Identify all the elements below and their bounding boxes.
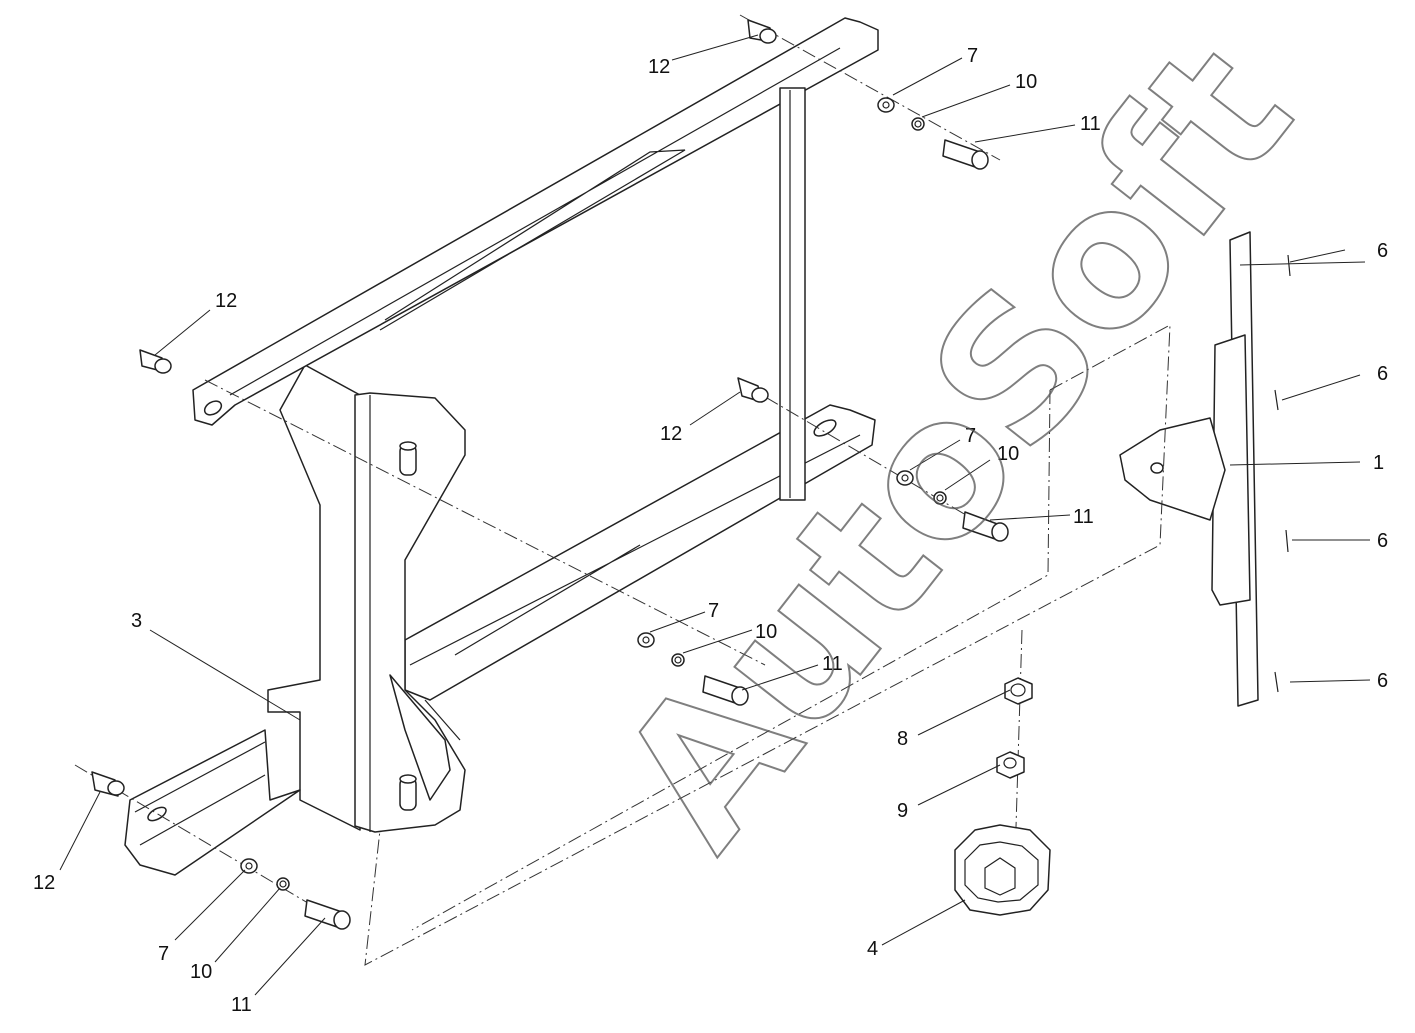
callout-12: 12 xyxy=(660,423,682,445)
callout-7: 7 xyxy=(158,943,169,965)
callout-11: 11 xyxy=(231,994,252,1016)
callout-10: 10 xyxy=(997,443,1019,465)
bolt-12-left xyxy=(139,349,172,374)
callout-6: 6 xyxy=(1377,240,1388,262)
callout-10: 10 xyxy=(755,621,777,643)
callout-7: 7 xyxy=(708,600,719,622)
mounting-plate xyxy=(1119,231,1259,707)
callout-11: 11 xyxy=(1073,506,1094,528)
bolt-12-mid xyxy=(737,377,769,403)
callout-12: 12 xyxy=(648,56,670,78)
callout-labels: 12 7 10 11 6 12 6 12 7 10 1 11 6 7 3 10 … xyxy=(33,45,1388,1016)
callout-4: 4 xyxy=(867,938,878,960)
callout-6: 6 xyxy=(1377,363,1388,385)
callout-6: 6 xyxy=(1377,530,1388,552)
callout-11: 11 xyxy=(822,653,843,675)
callout-1: 1 xyxy=(1373,452,1384,474)
callout-10: 10 xyxy=(1015,71,1037,93)
fasteners xyxy=(91,19,1291,930)
callout-7: 7 xyxy=(965,425,976,447)
bolt-12-top xyxy=(747,19,777,44)
callout-12: 12 xyxy=(33,872,55,894)
callout-7: 7 xyxy=(967,45,978,67)
callout-12: 12 xyxy=(215,290,237,312)
callout-11: 11 xyxy=(1080,113,1101,135)
leader-lines xyxy=(59,34,1371,996)
mounting-frame xyxy=(124,17,879,876)
callout-3: 3 xyxy=(131,610,142,632)
callout-9: 9 xyxy=(897,800,908,822)
callout-10: 10 xyxy=(190,961,212,983)
callout-8: 8 xyxy=(897,728,908,750)
callout-6: 6 xyxy=(1377,670,1388,692)
bolt-12-bottom xyxy=(91,771,125,797)
knob-4 xyxy=(954,824,1051,916)
